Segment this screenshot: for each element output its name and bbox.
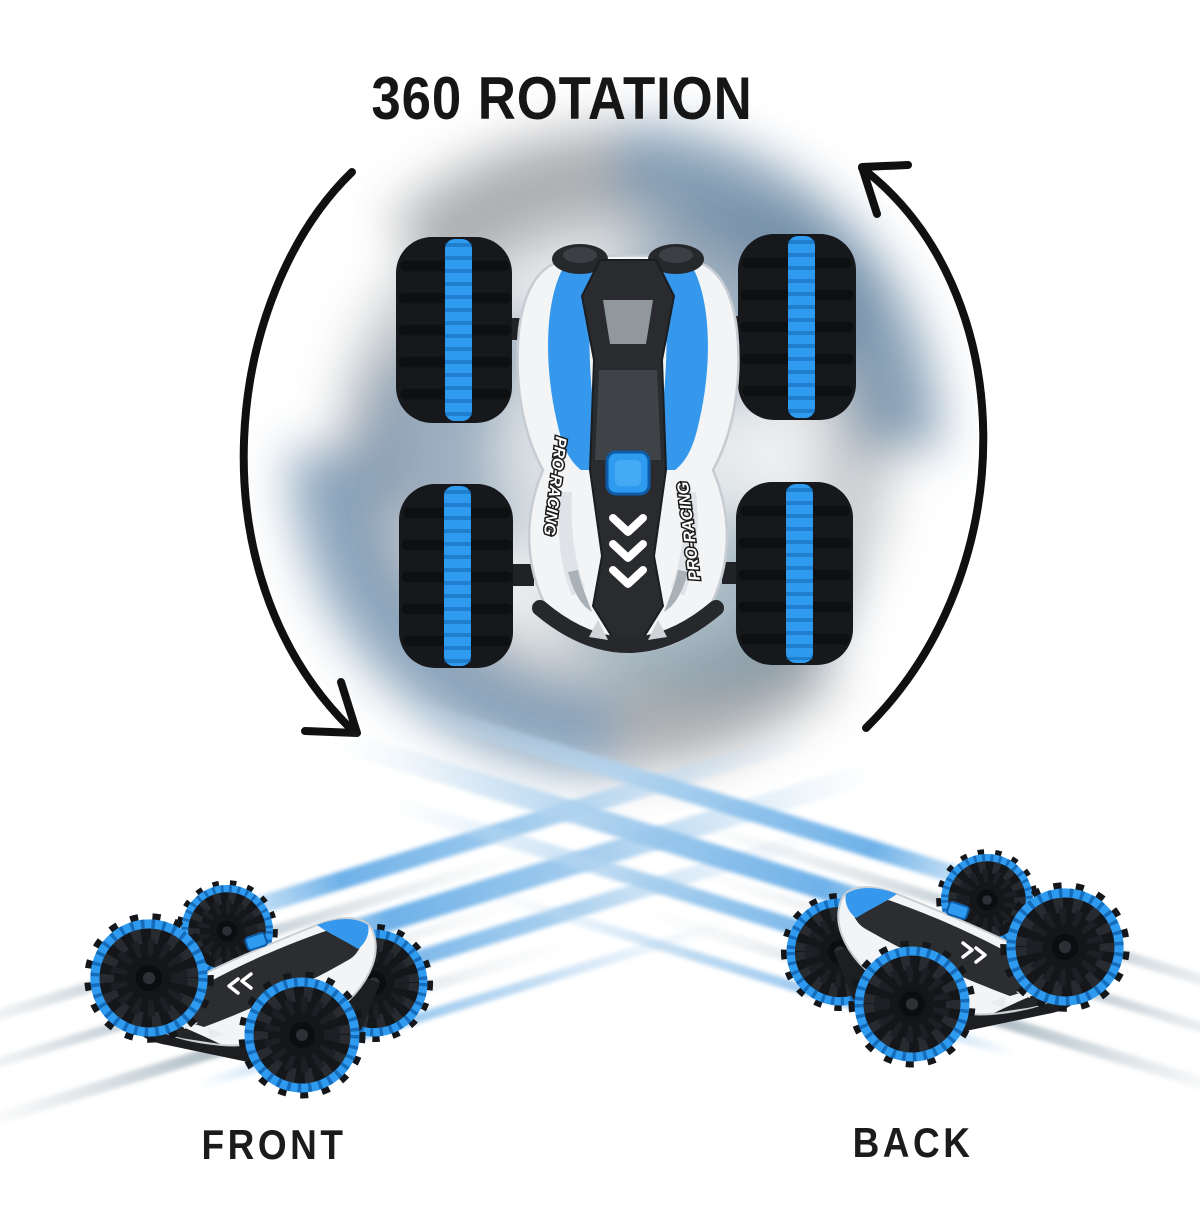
car-body: PRO-RACING PRO-RACING — [516, 244, 740, 654]
side-blade-right — [664, 570, 688, 612]
wheel-rear-right — [736, 482, 853, 665]
rear-bumper — [532, 600, 724, 653]
wheel-front-right — [738, 234, 856, 420]
view-label-back: BACK — [852, 1119, 974, 1166]
power-button — [605, 450, 651, 496]
car-top-view: PRO-RACING PRO-RACING — [396, 234, 856, 668]
rotate-arrow-right-icon — [858, 161, 988, 732]
page-title: 360 ROTATION — [371, 65, 753, 133]
wheel-front-left — [396, 237, 512, 423]
front-window — [603, 300, 653, 344]
side-blade-left — [568, 570, 592, 612]
spine-panel — [595, 370, 661, 460]
blue-stripe-left — [548, 270, 605, 470]
view-label-front: FRONT — [201, 1121, 347, 1168]
front-pods — [552, 244, 704, 274]
blue-stripe-right — [651, 270, 708, 470]
triple-chevron-down-icon — [609, 514, 647, 588]
wheel-rear-left — [399, 484, 513, 668]
